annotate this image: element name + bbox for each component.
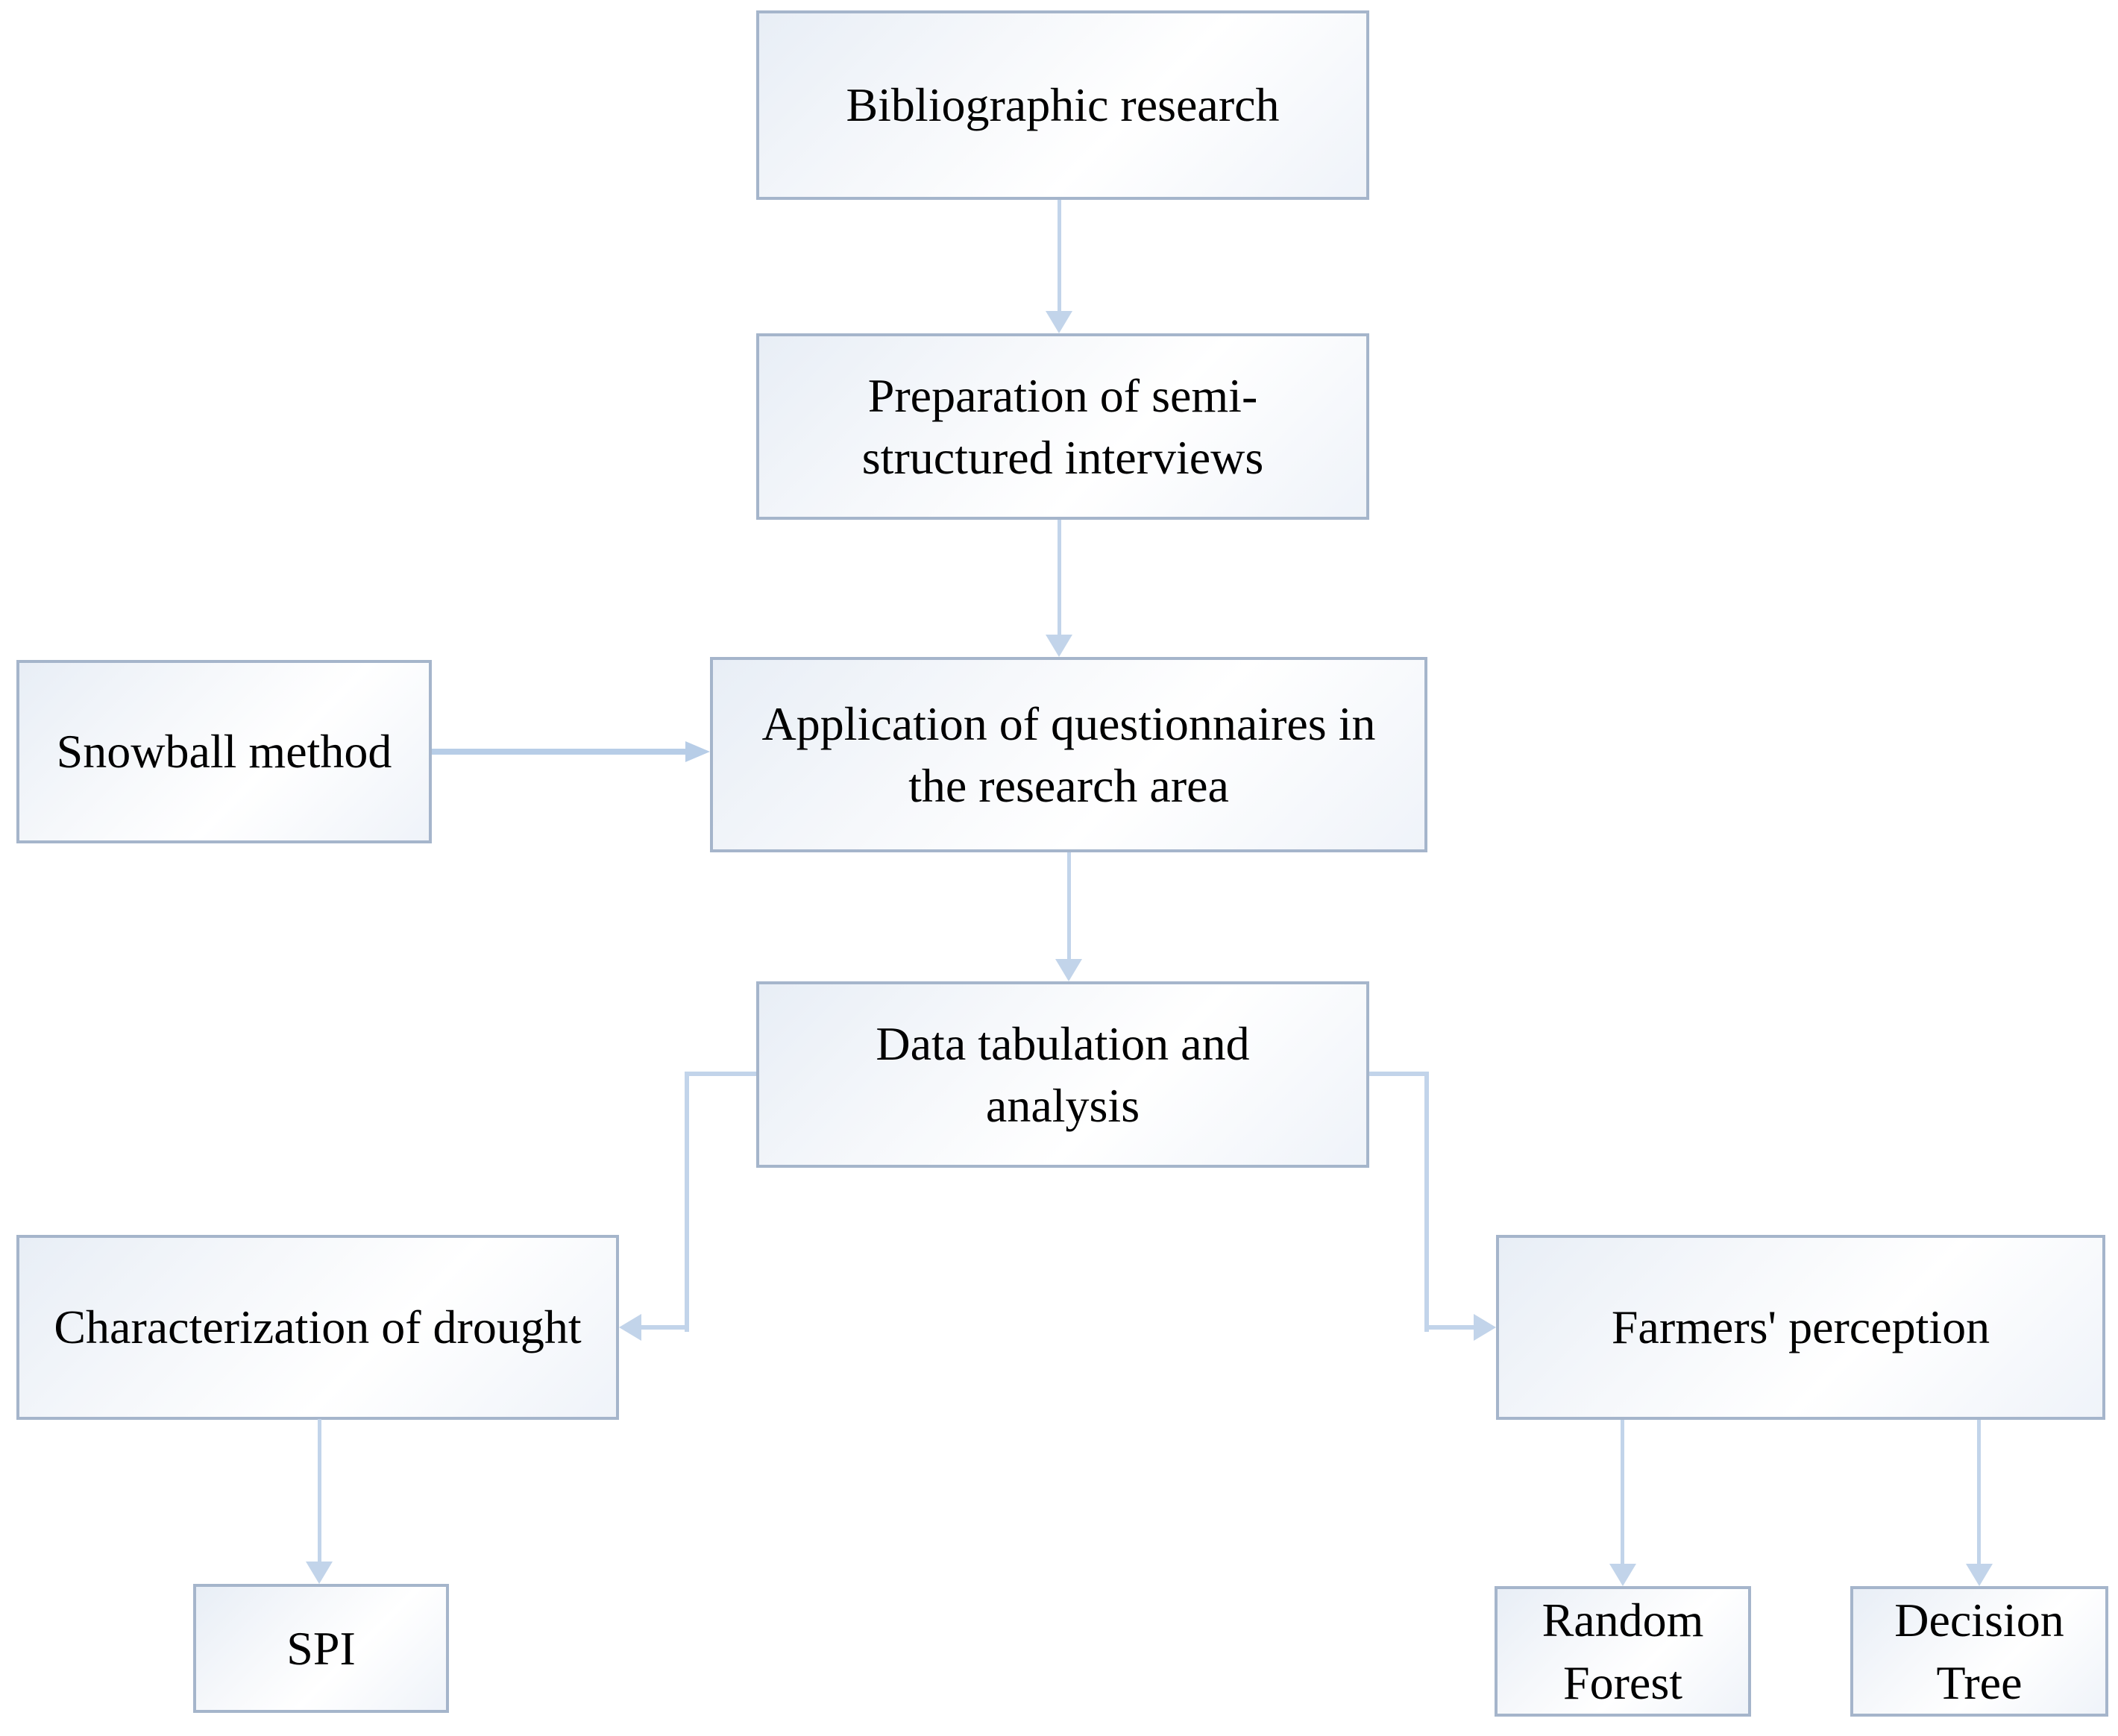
node-preparation-interviews: Preparation of semi- structured intervie… [756, 333, 1369, 520]
node-characterization-drought-label: Characterization of drought [54, 1301, 582, 1354]
node-farmers-perception-label: Farmers' perception [1611, 1301, 1990, 1354]
arrow-data-tabulation-to-characterization-top-segment [685, 1072, 756, 1076]
arrow-application-to-data-tabulation-shaft [1067, 852, 1071, 961]
arrow-data-tabulation-to-characterization-vertical-segment [685, 1072, 689, 1332]
node-application-questionnaires: Application of questionnaires in the res… [710, 657, 1427, 852]
node-bibliographic-research: Bibliographic research [756, 10, 1369, 200]
arrow-down-icon [306, 1562, 333, 1584]
arrow-down-icon [1966, 1564, 1993, 1586]
node-random-forest: Random Forest [1495, 1586, 1751, 1717]
node-characterization-drought: Characterization of drought [16, 1235, 619, 1420]
arrow-right-icon [1474, 1314, 1496, 1341]
node-data-tabulation-label: Data tabulation and analysis [876, 1016, 1250, 1132]
arrow-right-icon [685, 741, 710, 762]
arrow-farmers-to-random-forest-shaft [1621, 1420, 1624, 1564]
node-spi: SPI [193, 1584, 449, 1713]
arrow-data-tabulation-to-characterization-bottom-segment [638, 1325, 688, 1330]
arrow-bibliographic-to-preparation-shaft [1058, 200, 1061, 313]
arrow-down-icon [1055, 959, 1082, 981]
arrow-down-icon [1609, 1564, 1636, 1586]
node-bibliographic-research-label: Bibliographic research [846, 78, 1280, 132]
node-spi-label: SPI [286, 1621, 356, 1675]
arrow-characterization-to-spi-shaft [318, 1419, 321, 1562]
node-random-forest-label: Random Forest [1542, 1594, 1704, 1709]
node-decision-tree: Decision Tree [1850, 1586, 2108, 1717]
arrow-down-icon [1046, 311, 1072, 333]
node-preparation-interviews-label: Preparation of semi- structured intervie… [861, 368, 1264, 484]
node-snowball-method: Snowball method [16, 660, 432, 843]
arrow-data-tabulation-to-farmers-top-segment [1369, 1072, 1429, 1076]
node-decision-tree-label: Decision Tree [1894, 1594, 2064, 1709]
arrow-farmers-to-decision-tree-shaft [1977, 1420, 1981, 1564]
arrow-preparation-to-application-shaft [1058, 520, 1061, 636]
arrow-data-tabulation-to-farmers-vertical-segment [1424, 1072, 1429, 1332]
node-application-questionnaires-label: Application of questionnaires in the res… [761, 696, 1376, 812]
node-data-tabulation: Data tabulation and analysis [756, 981, 1369, 1168]
arrow-data-tabulation-to-farmers-bottom-segment [1427, 1325, 1475, 1330]
arrow-left-icon [619, 1314, 641, 1341]
arrow-down-icon [1046, 635, 1072, 657]
arrow-snowball-to-application-shaft [432, 749, 688, 755]
node-snowball-method-label: Snowball method [56, 725, 392, 779]
node-farmers-perception: Farmers' perception [1496, 1235, 2105, 1420]
